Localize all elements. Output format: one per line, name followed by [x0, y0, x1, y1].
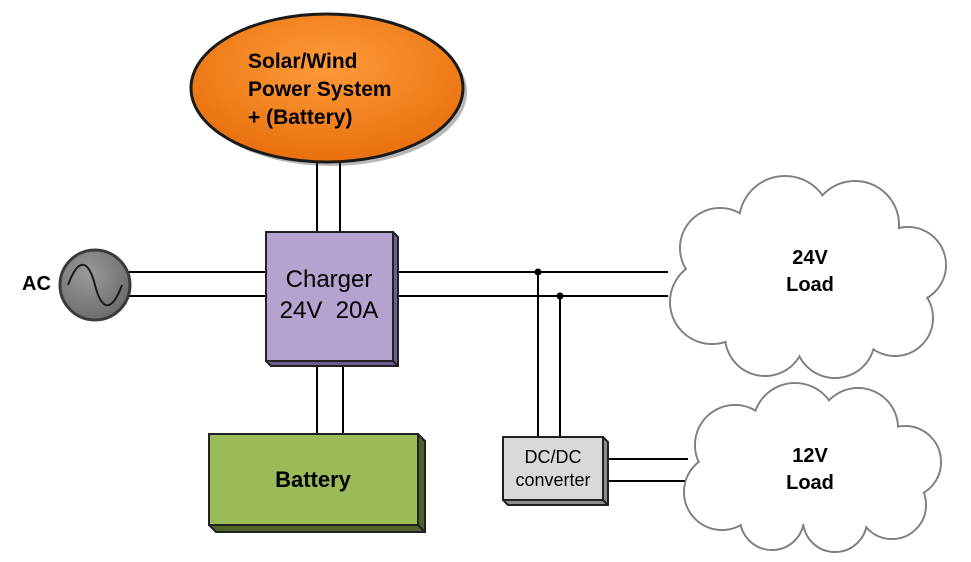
source-label-line3: + (Battery) [248, 106, 352, 129]
junction-dot [534, 268, 542, 276]
dcdc-converter-box: DC/DC converter [502, 436, 609, 506]
source-label-line1: Solar/Wind [248, 50, 357, 73]
junction-dot [556, 292, 564, 300]
ac-source: AC [22, 248, 132, 322]
load-12v-label-line1: 12V [792, 445, 828, 467]
dcdc-label-line2: converter [515, 470, 590, 490]
charger-label-line2: 24V 20A [280, 297, 379, 324]
battery-box: Battery [208, 433, 426, 533]
charger-label-line1: Charger [286, 266, 373, 293]
charger-box: Charger 24V 20A [265, 231, 399, 367]
load-12v-cloud: 12V Load [683, 382, 942, 553]
sine-wave-icon [67, 264, 123, 306]
source-label-line2: Power System [248, 78, 392, 101]
ac-label: AC [22, 273, 51, 295]
load-24v-cloud: 24V Load [669, 175, 947, 379]
wires [129, 163, 688, 482]
dcdc-label-line1: DC/DC [525, 447, 582, 467]
load-24v-label-line2: Load [786, 274, 834, 296]
load-24v-label-line1: 24V [792, 247, 828, 269]
solar-wind-source: Solar/Wind Power System + (Battery) [189, 12, 467, 166]
battery-label: Battery [275, 467, 352, 492]
load-12v-label-line2: Load [786, 472, 834, 494]
